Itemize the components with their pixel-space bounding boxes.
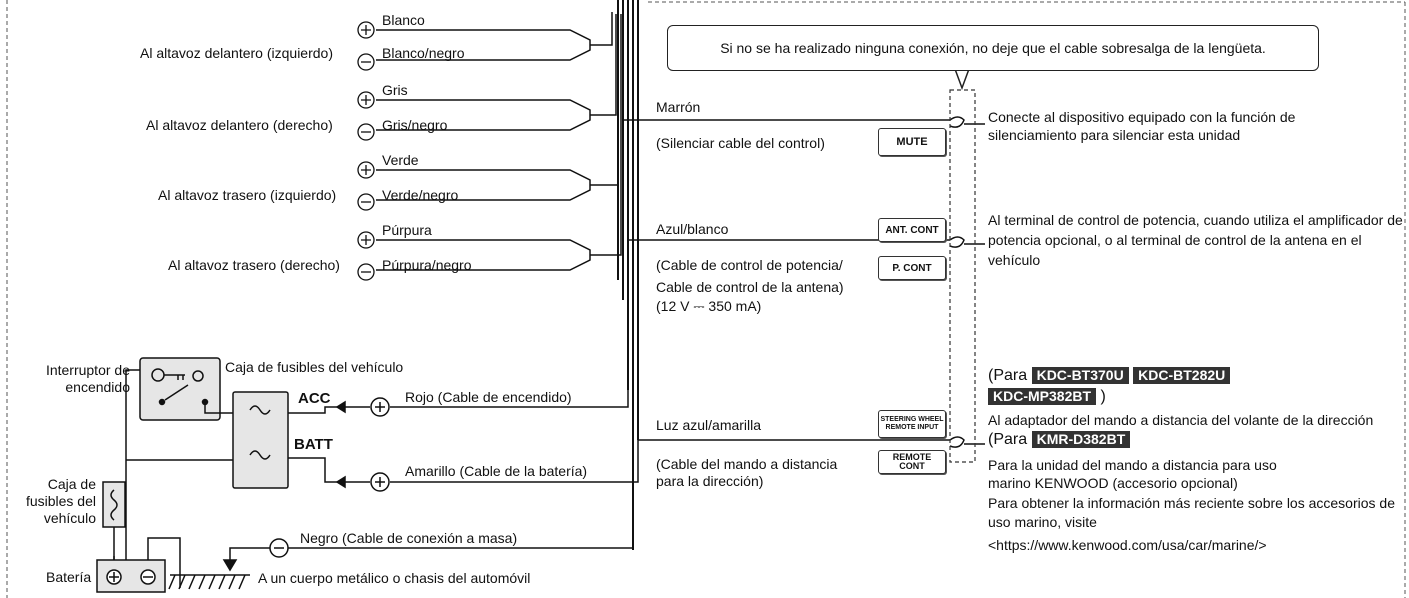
para-close: ) bbox=[1100, 388, 1106, 405]
callout-text: Si no se ha realizado ninguna conexión, … bbox=[720, 40, 1266, 56]
remote-cont-box: REMOTE CONT bbox=[878, 450, 946, 474]
speaker-front-right-pos-wire: Gris bbox=[382, 82, 408, 98]
speaker-rear-left-label: Al altavoz trasero (izquierdo) bbox=[158, 187, 337, 203]
mute-wire-color: Marrón bbox=[656, 99, 701, 115]
pcont-note: Al terminal de control de potencia, cuan… bbox=[988, 212, 1403, 268]
ant-cont-box: ANT. CONT bbox=[878, 218, 946, 242]
remote-models-line-3: (Para KMR-D382BT bbox=[988, 429, 1131, 451]
pcont-wire-color: Azul/blanco bbox=[656, 221, 729, 237]
speaker-rear-right-neg-wire: Púrpura/negro bbox=[382, 257, 472, 273]
speaker-front-right-label: Al altavoz delantero (derecho) bbox=[146, 117, 333, 133]
acc-label: ACC bbox=[298, 390, 331, 407]
kenwood-marine-url: <https://www.kenwood.com/usa/car/marine/… bbox=[988, 537, 1267, 553]
remote-wire-color: Luz azul/amarilla bbox=[656, 417, 762, 433]
speaker-rear-left-pos-wire: Verde bbox=[382, 152, 419, 168]
speaker-front-left-pos-wire: Blanco bbox=[382, 12, 425, 28]
callout-pointer bbox=[954, 68, 970, 91]
no-connection-callout: Si no se ha realizado ninguna conexión, … bbox=[667, 25, 1319, 71]
power-wiring bbox=[96, 357, 639, 593]
steering-remote-input-box: STEERING WHEEL REMOTE INPUT bbox=[878, 410, 946, 438]
remote-wire-desc: (Cable del mando a distancia para la dir… bbox=[656, 456, 838, 489]
mute-wire-desc: (Silenciar cable del control) bbox=[656, 135, 825, 151]
fuse-box-left-label: Caja de fusibles del vehículo bbox=[25, 476, 96, 526]
para-open-1: (Para bbox=[988, 367, 1028, 384]
remote-note-steering: Al adaptador del mando a distancia del v… bbox=[988, 412, 1374, 428]
pcont-desc-1: (Cable de control de potencia/ bbox=[656, 257, 843, 273]
remote-models-line-1: (Para KDC-BT370U KDC-BT282U bbox=[988, 365, 1231, 387]
remote-note-marine: Para la unidad del mando a distancia par… bbox=[988, 457, 1277, 491]
speaker-front-left-neg-wire: Blanco/negro bbox=[382, 45, 465, 61]
speaker-front-right-neg-wire: Gris/negro bbox=[382, 117, 448, 133]
steering-wheel-text: STEERING WHEEL bbox=[880, 416, 944, 423]
speaker-wires bbox=[376, 12, 622, 271]
pcont-box: P. CONT bbox=[878, 256, 946, 280]
yellow-wire-label: Amarillo (Cable de la batería) bbox=[405, 463, 588, 479]
model-kdc-bt370u: KDC-BT370U bbox=[1031, 367, 1129, 384]
red-wire-label: Rojo (Cable de encendido) bbox=[405, 389, 572, 405]
remote-models-line-2: KDC-MP382BT ) bbox=[988, 386, 1106, 408]
black-wire-label: Negro (Cable de conexión a masa) bbox=[300, 530, 518, 546]
ignition-switch-label: Interruptor de encendido bbox=[45, 362, 130, 395]
ground-label: A un cuerpo metálico o chasis del automó… bbox=[258, 570, 531, 586]
control-wires bbox=[623, 116, 985, 448]
remote-input-text: REMOTE INPUT bbox=[885, 424, 939, 431]
polarity-symbols bbox=[357, 21, 375, 281]
fuse-box-top-label: Caja de fusibles del vehículo bbox=[225, 359, 404, 375]
model-kdc-mp382bt: KDC-MP382BT bbox=[988, 388, 1097, 405]
key-icon bbox=[151, 368, 204, 382]
remote-note-latest: Para obtener la información más reciente… bbox=[988, 495, 1395, 530]
pcont-desc-2: Cable de control de la antena) bbox=[656, 279, 844, 295]
batt-label: BATT bbox=[294, 436, 333, 453]
mute-note: Conecte al dispositivo equipado con la f… bbox=[988, 109, 1296, 143]
para-open-2: (Para bbox=[988, 431, 1028, 448]
speaker-rear-right-pos-wire: Púrpura bbox=[382, 222, 432, 238]
mute-terminal-box: MUTE bbox=[878, 128, 946, 156]
speaker-rear-right-label: Al altavoz trasero (derecho) bbox=[168, 257, 340, 273]
battery-label: Batería bbox=[46, 569, 92, 585]
terminal-arrows bbox=[222, 397, 390, 572]
speaker-rear-left-neg-wire: Verde/negro bbox=[382, 187, 459, 203]
model-kdc-bt282u: KDC-BT282U bbox=[1133, 367, 1231, 384]
speaker-front-left-label: Al altavoz delantero (izquierdo) bbox=[140, 45, 333, 61]
insulation-tab-outline bbox=[949, 89, 976, 463]
pcont-desc-3: (12 V ⎓ 350 mA) bbox=[656, 298, 762, 314]
model-kmr-d382bt: KMR-D382BT bbox=[1031, 431, 1131, 448]
